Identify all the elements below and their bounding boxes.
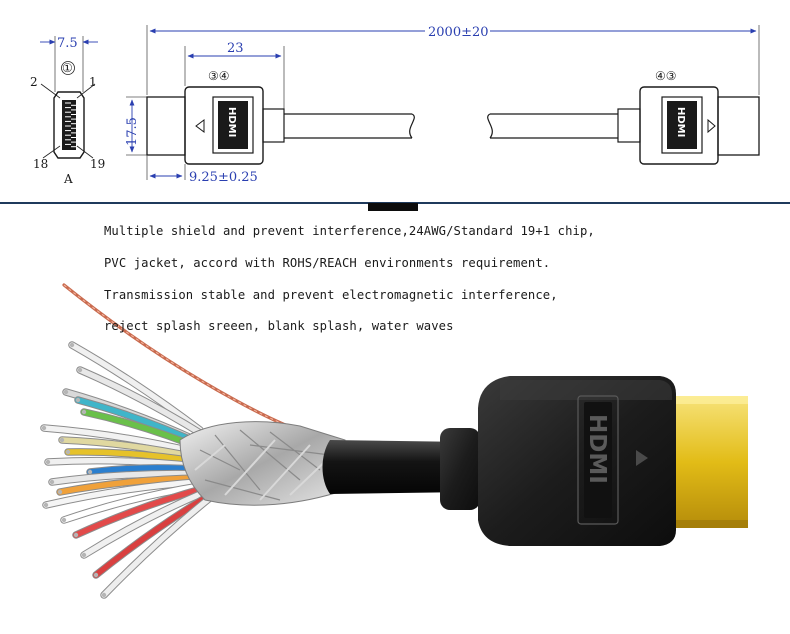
pin-19-label: 19 — [90, 157, 105, 171]
conductor-wire — [57, 475, 203, 495]
conductor-end — [81, 409, 87, 415]
conductor-end — [81, 552, 87, 558]
pin-face-view: 7.5 ① 2 1 18 19 A — [30, 36, 105, 186]
length-dimension: 2000±20 — [146, 25, 760, 95]
right-logo-box — [661, 96, 703, 154]
right-logo-text: HDMI — [675, 107, 686, 137]
conductor-end — [45, 459, 51, 465]
conductor-end — [101, 592, 107, 598]
conductor-end — [59, 437, 65, 443]
description-line-3: Transmission stable and prevent electrom… — [104, 288, 558, 302]
conductor-end — [63, 389, 69, 395]
orientation-arrow-icon — [636, 450, 648, 466]
left-logo-text: HDMI — [226, 107, 237, 137]
right-connector-drawing: ④③ HDMI — [487, 69, 760, 165]
section-divider — [0, 202, 790, 211]
conductor-end — [57, 489, 63, 495]
conductor-end — [93, 572, 99, 578]
left-callout: ③④ — [208, 69, 230, 83]
plug-length-dim: 9.25±0.25 — [189, 170, 258, 185]
conductor-wire — [77, 367, 208, 439]
conductor-wire — [61, 483, 203, 523]
conductor-end — [43, 502, 49, 508]
conductor-end — [87, 469, 93, 475]
photo-logo-text: HDMI — [584, 414, 610, 484]
right-callout: ④③ — [655, 69, 677, 83]
conductor-wire — [41, 425, 198, 455]
pin-1-label: 1 — [89, 75, 97, 89]
housing-height-dim: 17.5 — [125, 117, 140, 146]
length-dim-text: 2000±20 — [428, 25, 489, 40]
pin-2-label: 2 — [30, 75, 38, 89]
pin-width-dim: 7.5 — [57, 36, 78, 51]
right-plug-tip — [717, 96, 760, 156]
cable-photo: HDMI — [40, 283, 748, 599]
cable-jacket — [322, 440, 470, 494]
conductor-end — [49, 479, 55, 485]
shield-foil — [179, 421, 346, 506]
pin-contacts — [65, 102, 77, 148]
conductor-wire — [93, 492, 213, 578]
conductor-end — [73, 532, 79, 538]
pin-18-label: 18 — [33, 157, 48, 171]
conductor-wire — [73, 485, 208, 538]
left-connector-drawing: 23 ③④ 17.5 HDMI 9.25±0.25 — [125, 41, 415, 185]
housing-width-dim: 23 — [227, 41, 244, 56]
pin-face-outline — [53, 91, 85, 159]
description-line-2: PVC jacket, accord with ROHS/REACH envir… — [104, 256, 551, 270]
strain-relief — [440, 428, 480, 510]
gold-plug — [676, 396, 748, 528]
conductor-wire — [43, 479, 201, 508]
conductor-end — [69, 342, 75, 348]
description-line-1: Multiple shield and prevent interference… — [104, 224, 595, 238]
conductor-wire — [49, 470, 203, 485]
conductor-wire — [81, 489, 208, 558]
description-line-4: reject splash sreeen, blank splash, wate… — [104, 319, 454, 333]
conductor-end — [61, 517, 67, 523]
conductor-end — [65, 449, 71, 455]
left-logo-box — [212, 96, 254, 154]
conductor-end — [75, 397, 81, 403]
technical-drawing: 7.5 ① 2 1 18 19 A 2000±20 — [30, 25, 760, 186]
conductor-end — [41, 425, 47, 431]
conductor-end — [77, 367, 83, 373]
conductor-wire — [69, 342, 203, 433]
conductor-wire — [45, 457, 198, 469]
pin-face-label: A — [63, 172, 73, 186]
conductor-wire — [101, 495, 213, 598]
hdmi-connector-photo: HDMI — [478, 376, 748, 546]
pin-circle-label: ① — [62, 61, 73, 75]
left-plug-tip — [146, 96, 186, 156]
